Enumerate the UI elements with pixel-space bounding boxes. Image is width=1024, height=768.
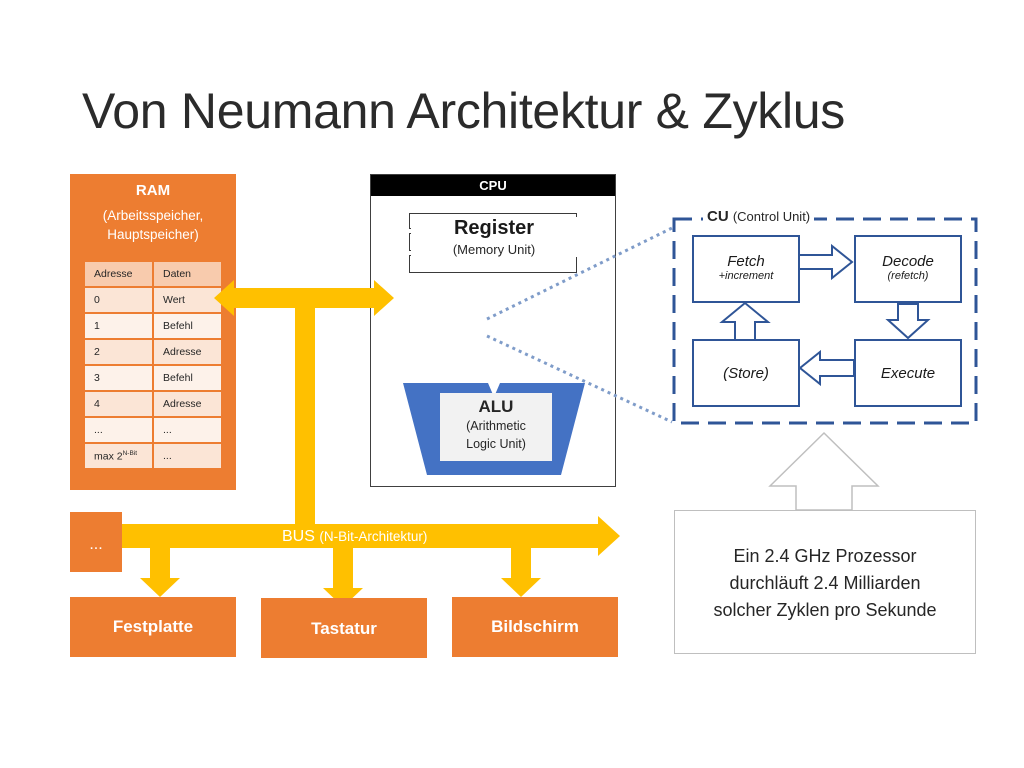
info-line1: Ein 2.4 GHz Prozessor xyxy=(733,546,917,566)
ram-table: Adresse Daten 0 Wert 1 Befehl 2 Adresse … xyxy=(85,262,221,470)
register-title: Register xyxy=(453,217,535,239)
alu-subtitle: (Arithmetic Logic Unit) xyxy=(440,417,552,453)
bus-main-arrow xyxy=(100,516,620,556)
fetch-label: Fetch xyxy=(727,253,765,270)
ram-cell-address: 4 xyxy=(85,392,154,418)
register-subtitle: (Memory Unit) xyxy=(452,242,536,257)
ram-cell-address: 3 xyxy=(85,366,154,392)
bus-trunk xyxy=(295,306,315,524)
arrow-execute-store xyxy=(798,349,855,387)
table-row: 0 Wert xyxy=(85,288,221,314)
device-keyboard: Tastatur xyxy=(261,598,427,658)
info-line2: durchläuft 2.4 Milliarden xyxy=(729,573,921,593)
cu-title: CU (Control Unit) xyxy=(703,208,815,225)
ram-subtitle-line2: Hauptspeicher) xyxy=(107,227,199,242)
table-row: 3 Befehl xyxy=(85,366,221,392)
arrow-fetch-decode xyxy=(797,243,854,281)
ram-cell-address: 2 xyxy=(85,340,154,366)
bus-label: BUS (N-Bit-Architektur) xyxy=(282,528,427,546)
cu-frame xyxy=(672,217,978,425)
cu-box-decode: Decode (refetch) xyxy=(854,235,962,303)
info-line3: solcher Zyklen pro Sekunde xyxy=(713,600,937,620)
cpu-block: CPU Register (Memory Unit) ALU (Arithmet… xyxy=(370,174,616,487)
zoom-line-top xyxy=(486,226,673,321)
table-row: ... ... xyxy=(85,418,221,444)
ram-cell-data: ... xyxy=(154,418,221,444)
decode-sublabel: (refetch) xyxy=(887,270,929,282)
ram-subtitle: (Arbeitsspeicher, Hauptspeicher) xyxy=(70,206,236,244)
table-row: 1 Befehl xyxy=(85,314,221,340)
cu-title-main: CU xyxy=(707,208,729,225)
bus-drop-keyboard xyxy=(323,548,363,607)
alu-title: ALU xyxy=(478,397,514,416)
bus-label-main: BUS xyxy=(282,528,315,545)
arrow-store-fetch xyxy=(719,301,771,341)
cu-box-execute: Execute xyxy=(854,339,962,407)
bus-label-sub: (N-Bit-Architektur) xyxy=(319,529,428,544)
ram-max-label: max 2 xyxy=(94,450,123,463)
ram-title: RAM xyxy=(135,182,171,199)
ram-cell-data: Adresse xyxy=(154,340,221,366)
table-row: 2 Adresse xyxy=(85,340,221,366)
ram-cell-data: Befehl xyxy=(154,314,221,340)
ram-cell-address: 0 xyxy=(85,288,154,314)
device-screen: Bildschirm xyxy=(452,597,618,657)
cu-box-fetch: Fetch +increment xyxy=(692,235,800,303)
ram-cell-address-max: max 2N-Bit xyxy=(85,444,154,470)
table-row: max 2N-Bit ... xyxy=(85,444,221,470)
cpu-header: CPU xyxy=(371,175,615,196)
cu-title-sub: (Control Unit) xyxy=(732,209,811,224)
bus-drop-hdd xyxy=(140,548,180,597)
ram-max-exponent: N-Bit xyxy=(122,449,138,457)
fetch-sublabel: +increment xyxy=(718,270,774,282)
slide-title: Von Neumann Architektur & Zyklus xyxy=(82,83,845,139)
table-row: 4 Adresse xyxy=(85,392,221,418)
alu-subtitle-line2: Logic Unit) xyxy=(466,437,526,451)
ram-cell-data: Befehl xyxy=(154,366,221,392)
device-more: ... xyxy=(70,512,122,572)
info-up-arrow xyxy=(768,431,880,511)
ram-subtitle-line1: (Arbeitsspeicher, xyxy=(102,208,204,223)
ram-cell-data: Wert xyxy=(154,288,221,314)
decode-label: Decode xyxy=(882,253,934,270)
ram-table-header: Adresse Daten xyxy=(85,262,221,288)
cu-box-store: (Store) xyxy=(692,339,800,407)
register-label: Register (Memory Unit) xyxy=(411,217,577,257)
ram-header-data: Daten xyxy=(154,262,221,288)
zoom-line-bottom xyxy=(486,334,673,424)
alu-label: ALU (Arithmetic Logic Unit) xyxy=(440,393,552,461)
ram-cell-address: ... xyxy=(85,418,154,444)
ram-cell-address: 1 xyxy=(85,314,154,340)
arrow-decode-execute xyxy=(885,303,931,340)
info-box: Ein 2.4 GHz Prozessor durchläuft 2.4 Mil… xyxy=(674,510,976,654)
ram-header-address: Adresse xyxy=(85,262,154,288)
device-hdd: Festplatte xyxy=(70,597,236,657)
alu-subtitle-line1: (Arithmetic xyxy=(466,419,526,433)
ram-cell-data: ... xyxy=(154,444,221,470)
bus-arrow-ram-cpu xyxy=(214,280,394,316)
bus-drop-screen xyxy=(501,548,541,597)
ram-cell-data: Adresse xyxy=(154,392,221,418)
